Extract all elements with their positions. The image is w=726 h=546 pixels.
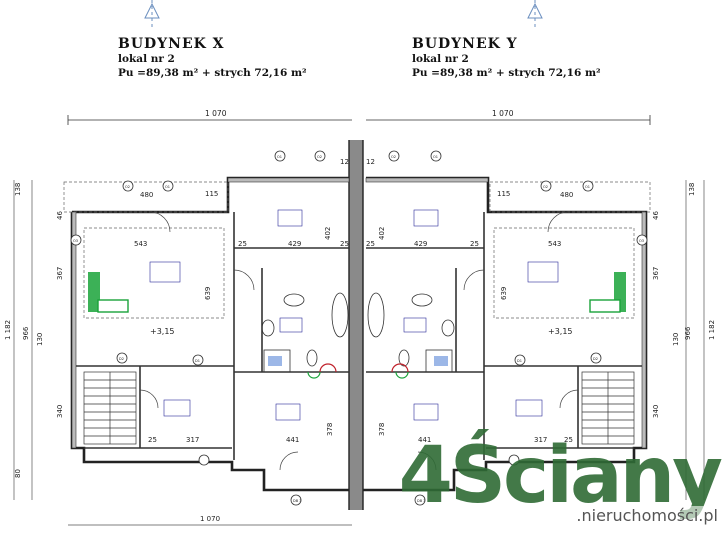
dim-441-right: 441	[418, 436, 431, 444]
dim-130-right: 130	[672, 333, 680, 346]
dim-138-left: 138	[14, 183, 22, 196]
dim-378-left: 378	[326, 423, 334, 436]
dim-25-c: 25	[340, 240, 349, 248]
window-label: D1	[195, 359, 200, 363]
level-left: +3,15	[150, 327, 175, 336]
dim-480-left: 480	[140, 191, 153, 199]
window-label: O1	[277, 155, 282, 159]
dim-966-left: 966	[22, 326, 30, 340]
window-label: DB 3	[417, 499, 425, 503]
dim-25-a: 25	[238, 240, 247, 248]
window-label: D2	[119, 357, 124, 361]
dim-367-right: 367	[652, 267, 660, 280]
watermark-domain: .nieruchomości.pl	[576, 506, 718, 525]
dim-429-right: 429	[414, 240, 427, 248]
window-label: O1	[433, 155, 438, 159]
watermark-logo: 4Ściany .nieruchomości.pl	[398, 431, 723, 525]
building-x-area: Pu =89,38 m² + strych 72,16 m²	[118, 67, 307, 79]
dim-12-right: 12	[366, 158, 375, 166]
building-y-area: Pu =89,38 m² + strych 72,16 m²	[412, 67, 601, 79]
dim-378-right: 378	[378, 423, 386, 436]
building-x-unit: lokal nr 2	[118, 53, 175, 65]
dim-543-right: 543	[548, 240, 561, 248]
dim-top-right: 1 070	[492, 109, 514, 118]
dim-46-left: 46	[56, 211, 64, 220]
window-label: DB 3	[293, 499, 301, 503]
dim-441-left: 441	[286, 436, 299, 444]
dim-480-right: 480	[560, 191, 573, 199]
dim-25-f: 25	[564, 436, 573, 444]
building-y-header: BUDYNEK Y lokal nr 2 Pu =89,38 m² + stry…	[412, 36, 601, 80]
dim-402-right: 402	[378, 227, 386, 240]
dim-130-left: 130	[36, 333, 44, 346]
dim-317-right: 317	[534, 436, 547, 444]
dim-25-b: 25	[470, 240, 479, 248]
dim-317-left: 317	[186, 436, 199, 444]
building-x-header: BUDYNEK X lokal nr 2 Pu =89,38 m² + stry…	[118, 36, 307, 80]
window-label: D2	[593, 357, 598, 361]
window-label: O2	[391, 155, 396, 159]
dim-402-left: 402	[324, 227, 332, 240]
dim-80-left: 80	[14, 469, 22, 478]
dim-639-right: 639	[500, 287, 508, 300]
dim-1182-left: 1 182	[4, 320, 12, 340]
dim-bottom: 1 070	[200, 515, 220, 523]
building-x-title: BUDYNEK X	[118, 36, 225, 52]
window-label: O3	[639, 239, 644, 243]
dim-138-right: 138	[688, 183, 696, 196]
dim-340-left: 340	[56, 405, 64, 418]
dim-543-left: 543	[134, 240, 147, 248]
dim-115-right: 115	[497, 190, 510, 198]
dim-367-left: 367	[56, 267, 64, 280]
window-label: O1	[585, 185, 590, 189]
dim-12-left: 12	[340, 158, 349, 166]
window-label: O2	[543, 185, 548, 189]
dim-966-right: 966	[684, 326, 692, 340]
level-right: +3,15	[548, 327, 573, 336]
watermark-brand: 4Ściany	[398, 431, 723, 521]
dim-25-d: 25	[366, 240, 375, 248]
dim-46-right: 46	[652, 211, 660, 220]
building-y-title: BUDYNEK Y	[412, 36, 518, 52]
dim-25-e: 25	[148, 436, 157, 444]
dim-115-left: 115	[205, 190, 218, 198]
building-y-unit: lokal nr 2	[412, 53, 469, 65]
window-label: O2	[317, 155, 322, 159]
window-label: O2	[125, 185, 130, 189]
dim-1182-right: 1 182	[708, 320, 716, 340]
window-label: D1	[517, 359, 522, 363]
window-label: O1	[165, 185, 170, 189]
dim-340-right: 340	[652, 405, 660, 418]
dim-429-left: 429	[288, 240, 301, 248]
dim-top-left: 1 070	[205, 109, 227, 118]
window-label: O3	[73, 239, 78, 243]
dim-639-left: 639	[204, 287, 212, 300]
